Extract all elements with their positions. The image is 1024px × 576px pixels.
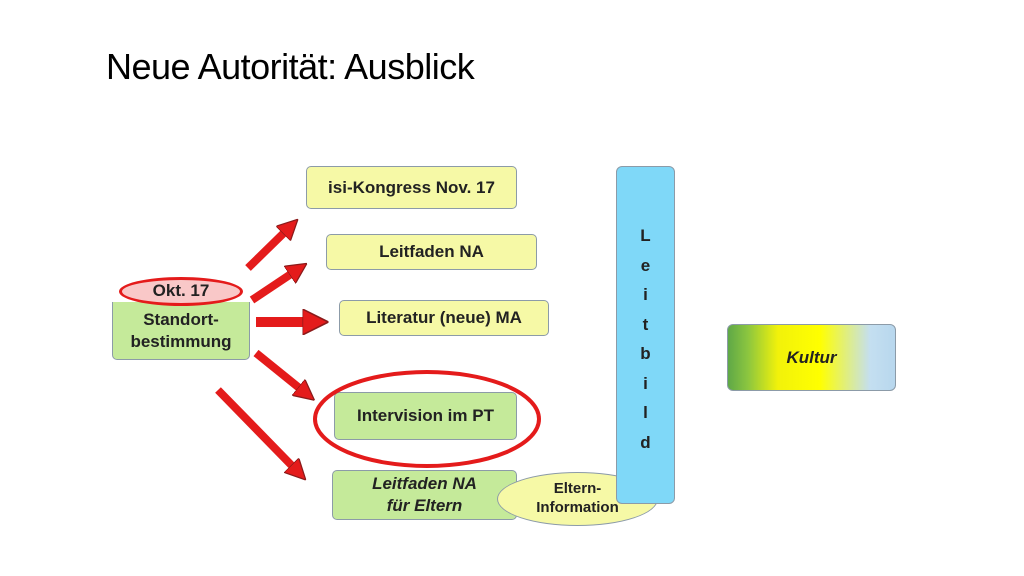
eltern-information-line1: Eltern- — [553, 480, 602, 498]
leitbild-letter: L — [640, 226, 651, 245]
isi-kongress-label: isi-Kongress Nov. 17 — [328, 177, 495, 197]
okt-highlight-oval — [119, 277, 243, 306]
arrow-to-leitfaden — [249, 268, 300, 304]
leitbild-letter: b — [640, 344, 651, 363]
leitbild-box: L e i t b i l d — [616, 166, 675, 504]
literatur-label: Literatur (neue) MA — [366, 308, 522, 327]
standort-box: Standort- bestimmung — [112, 302, 250, 360]
kultur-box: Kultur — [727, 324, 896, 391]
standort-line1: Standort- — [143, 310, 219, 330]
leitbild-letter: l — [643, 403, 648, 422]
leitfaden-na-box: Leitfaden NA — [326, 234, 537, 270]
intervision-highlight-ellipse — [313, 370, 541, 468]
kultur-label: Kultur — [786, 347, 837, 367]
arrow-to-eltern — [215, 387, 300, 474]
intervision-box: Intervision im PT — [334, 392, 517, 440]
arrow-to-intervision — [253, 349, 308, 395]
isi-kongress-box: isi-Kongress Nov. 17 — [306, 166, 517, 209]
page-title: Neue Autorität: Ausblick — [106, 46, 475, 87]
okt-date-label: Okt. 17 — [152, 281, 210, 300]
eltern-information-line2: Information — [536, 499, 619, 516]
leitbild-letter: d — [640, 432, 651, 452]
leitbild-letter: t — [642, 314, 649, 334]
leitbild-letter: i — [643, 373, 648, 393]
standort-line2: bestimmung — [130, 331, 232, 351]
literatur-box: Literatur (neue) MA — [339, 300, 549, 336]
arrow-to-isi — [245, 225, 292, 271]
leitfaden-eltern-box: Leitfaden NA für Eltern — [332, 470, 517, 520]
intervision-label: Intervision im PT — [357, 406, 494, 425]
leitfaden-eltern-line2: für Eltern — [386, 496, 463, 515]
leitbild-letter: i — [643, 285, 648, 304]
leitbild-letter: e — [640, 255, 651, 275]
leitfaden-na-label: Leitfaden NA — [379, 242, 484, 261]
leitfaden-eltern-line1: Leitfaden NA — [372, 473, 477, 493]
